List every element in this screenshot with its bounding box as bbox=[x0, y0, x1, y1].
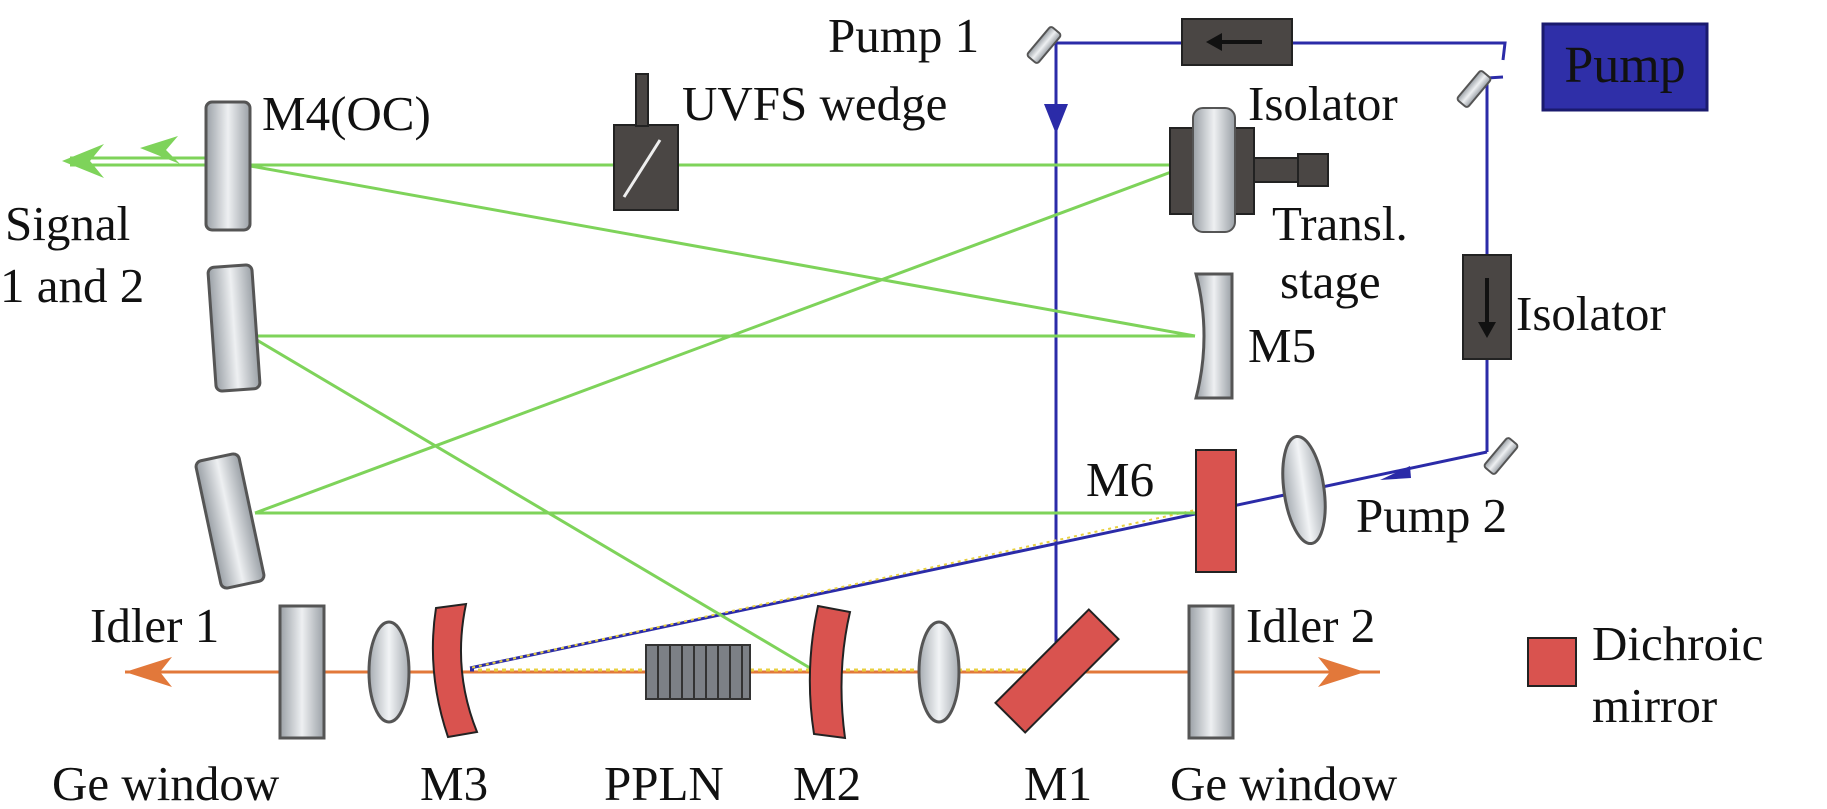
label-pump2: Pump 2 bbox=[1356, 488, 1507, 543]
dichroic-legend-swatch bbox=[1527, 637, 1577, 687]
label-m4oc: M4(OC) bbox=[262, 86, 431, 141]
label-ge-window-right: Ge window bbox=[1170, 756, 1398, 809]
idler1-arrow bbox=[125, 657, 172, 687]
steering-mirror-top-right bbox=[1456, 70, 1492, 108]
label-transl-line1: Transl. bbox=[1272, 196, 1408, 251]
label-signal-line2: 1 and 2 bbox=[0, 258, 144, 313]
label-isolator-right: Isolator bbox=[1516, 286, 1666, 341]
isolator-right-arrowhead bbox=[1478, 322, 1496, 338]
label-dichroic-line1: Dichroic bbox=[1592, 616, 1763, 671]
mirror-m3-dichroic bbox=[431, 602, 479, 739]
pump2-arrow bbox=[1380, 466, 1411, 480]
label-dichroic-line2: mirror bbox=[1592, 678, 1717, 733]
ppln-crystal bbox=[645, 644, 751, 700]
label-m3: M3 bbox=[420, 756, 488, 809]
label-idler1: Idler 1 bbox=[90, 598, 219, 653]
pump-label: Pump bbox=[1564, 37, 1685, 94]
lens-left bbox=[367, 620, 411, 724]
isolator-top-arrowhead bbox=[1206, 33, 1222, 51]
mirror-m1-dichroic bbox=[994, 608, 1120, 734]
label-m6: M6 bbox=[1086, 452, 1154, 507]
ge-window-left bbox=[278, 604, 326, 740]
label-signal-line1: Signal bbox=[5, 196, 130, 251]
pump2-steering-mirror bbox=[1483, 437, 1519, 475]
mirror-m4-oc bbox=[204, 100, 252, 232]
pump1-steering-mirror bbox=[1026, 26, 1062, 64]
idler2-arrow bbox=[1318, 657, 1365, 687]
uvfs-wedge bbox=[613, 73, 679, 211]
mirror-m6-dichroic bbox=[1195, 449, 1237, 573]
lens-right bbox=[917, 620, 961, 724]
signal-arrow-2 bbox=[140, 136, 180, 164]
label-ge-window-left: Ge window bbox=[52, 756, 280, 809]
pump-source bbox=[1541, 22, 1709, 112]
label-ppln: PPLN bbox=[604, 756, 724, 809]
pump2-dotted-overlay bbox=[469, 508, 1201, 669]
pump2-lens bbox=[1281, 434, 1327, 546]
ge-window-right bbox=[1187, 604, 1235, 740]
label-m1: M1 bbox=[1024, 756, 1092, 809]
label-pump1: Pump 1 bbox=[828, 8, 979, 63]
label-idler2: Idler 2 bbox=[1246, 598, 1375, 653]
isolator-top bbox=[1181, 18, 1293, 66]
label-uvfs-wedge: UVFS wedge bbox=[682, 76, 947, 131]
translation-stage bbox=[1169, 107, 1329, 233]
signal-arrow-1 bbox=[62, 144, 104, 178]
mirror-m2-dichroic bbox=[808, 604, 852, 740]
mirror-m5 bbox=[1194, 272, 1234, 400]
signal-beams bbox=[70, 156, 1196, 670]
pump1-arrow bbox=[1044, 104, 1068, 134]
label-m5: M5 bbox=[1248, 318, 1316, 373]
label-isolator-top: Isolator bbox=[1248, 76, 1398, 131]
label-m2: M2 bbox=[793, 756, 861, 809]
mirror-curved-lower-left bbox=[194, 452, 266, 590]
label-transl-line2: stage bbox=[1280, 254, 1381, 309]
mirror-curved-upper-left bbox=[206, 263, 262, 393]
